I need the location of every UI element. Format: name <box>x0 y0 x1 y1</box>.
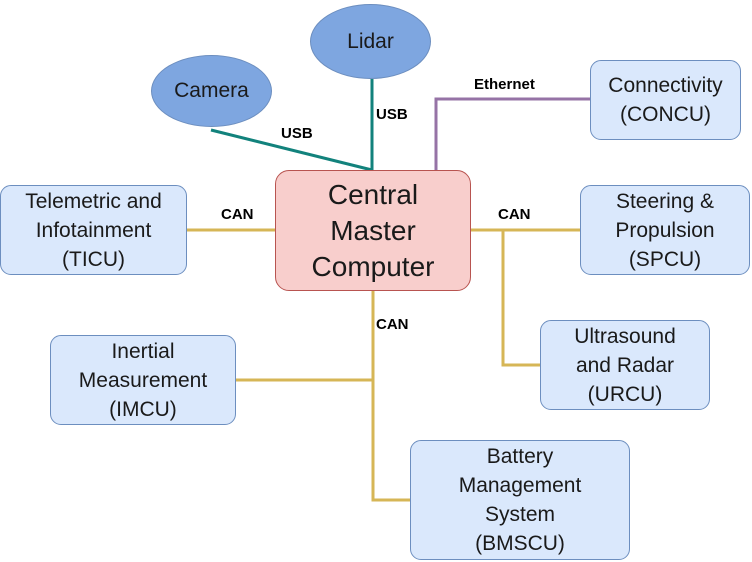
can-right-edge-label: CAN <box>498 206 531 223</box>
ethernet-line <box>434 97 590 170</box>
can-down-edge-label: CAN <box>376 316 409 333</box>
urcu-label: Ultrasound and Radar (URCU) <box>574 324 676 406</box>
ticu-label: Telemetric and Infotainment (TICU) <box>25 189 162 271</box>
ultrasound-radar-urcu-node: Ultrasound and Radar (URCU) <box>540 320 710 410</box>
can-urcu-line <box>501 230 540 367</box>
usb-lidar-edge-label: USB <box>376 106 408 123</box>
lidar-label: Lidar <box>347 29 394 53</box>
central-master-computer-label: Central Master Computer <box>311 178 435 282</box>
spcu-label: Steering & Propulsion (SPCU) <box>615 189 715 271</box>
connectivity-concu-node: Connectivity (CONCU) <box>590 60 741 140</box>
central-master-computer-node: Central Master Computer <box>275 170 471 291</box>
telemetric-infotainment-ticu-node: Telemetric and Infotainment (TICU) <box>0 185 187 275</box>
camera-label: Camera <box>174 79 249 102</box>
inertial-measurement-imcu-node: Inertial Measurement (IMCU) <box>50 335 236 425</box>
bmscu-label: Battery Management System (BMSCU) <box>458 445 582 555</box>
can-left-edge-label: CAN <box>221 206 254 223</box>
ethernet-edge-label: Ethernet <box>474 76 535 93</box>
lidar-node: Lidar <box>310 4 431 79</box>
imcu-label: Inertial Measurement (IMCU) <box>78 339 208 421</box>
concu-label: Connectivity (CONCU) <box>608 74 723 126</box>
steering-propulsion-spcu-node: Steering & Propulsion (SPCU) <box>580 185 750 275</box>
usb-camera-line <box>210 128 373 172</box>
usb-camera-edge-label: USB <box>281 125 313 142</box>
camera-node: Camera <box>151 55 272 127</box>
can-bus-down-line <box>371 291 410 502</box>
battery-management-bmscu-node: Battery Management System (BMSCU) <box>410 440 630 560</box>
